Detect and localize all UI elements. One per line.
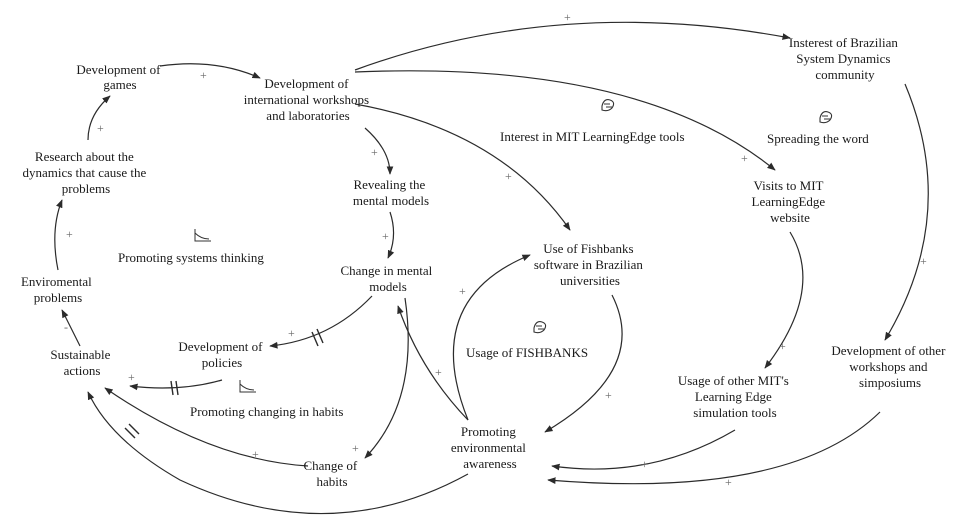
var-revealing-mental-models: Revealing the mental models [353, 177, 429, 208]
balancing-loop-icon [239, 380, 256, 393]
edge-awareness-to-fishbanks [452, 254, 531, 421]
polarity-plus: + [779, 339, 786, 353]
var-usage-other-mit-tools: Usage of other MIT's Learning Edge simul… [678, 373, 792, 420]
polarity-minus: - [64, 320, 68, 334]
polarity-plus: + [505, 169, 512, 183]
edge-problems-to-research [54, 199, 63, 271]
var-sustainable-actions: Sustainable actions [50, 347, 113, 378]
loop-promoting-changing-in-habits: Promoting changing in habits [190, 404, 343, 419]
reinforcing-loop-icon [601, 99, 615, 112]
polarity-plus: + [371, 145, 378, 159]
var-promoting-environmental-awareness: Promoting environmental awareness [451, 424, 529, 471]
loop-usage-of-fishbanks: Usage of FISHBANKS [466, 345, 588, 360]
polarity-plus: + [741, 151, 748, 165]
polarity-plus: + [288, 326, 295, 340]
delay-mark-change-policies-2 [316, 328, 324, 344]
edge-workshops-to-revealing [364, 127, 394, 175]
polarity-plus: + [459, 284, 466, 298]
edge-interest-to-otherws [884, 83, 929, 341]
delay-mark-change-policies [311, 331, 319, 347]
polarity-plus: + [66, 227, 73, 241]
var-use-of-fishbanks: Use of Fishbanks software in Brazilian u… [534, 241, 646, 288]
edge-change-to-policies [269, 295, 373, 349]
polarity-plus: + [200, 68, 207, 82]
edge-workshops-to-interest [354, 21, 791, 71]
edge-change-to-habits [364, 297, 409, 459]
var-environmental-problems: Enviromental problems [21, 274, 95, 305]
var-change-of-habits: Change of habits [303, 458, 360, 489]
loops: Interest in MIT LearningEdge tools Sprea… [118, 99, 869, 419]
delay-mark-awareness-sustainable-2 [128, 423, 140, 435]
delay-marks [124, 328, 324, 439]
polarity-plus: + [382, 229, 389, 243]
edge-research-to-games [87, 95, 111, 141]
edge-workshops-to-fishbanks [354, 103, 571, 231]
delay-mark-awareness-sustainable [124, 427, 136, 439]
polarity-signs: + + + - + + + + + + + + + + + + + + + + [64, 10, 927, 489]
polarity-plus: + [605, 388, 612, 402]
edge-revealing-to-change [387, 211, 395, 259]
loop-promoting-systems-thinking: Promoting systems thinking [118, 250, 264, 265]
edge-sustainable-to-problems [61, 309, 81, 347]
loop-spreading-the-word: Spreading the word [767, 131, 869, 146]
var-development-of-international-workshops: Development of international workshops a… [244, 76, 373, 123]
polarity-plus: + [97, 121, 104, 135]
var-visits-mit-website: Visits to MIT LearningEdge website [752, 178, 829, 225]
edge-awareness-to-sustainable [87, 391, 469, 515]
var-development-of-policies: Development of policies [178, 339, 265, 370]
edge-habits-to-sustainable [104, 387, 309, 467]
variables: Development of games Development of inte… [21, 35, 948, 489]
reinforcing-loop-icon [819, 111, 833, 124]
var-development-of-games: Development of games [76, 62, 163, 92]
polarity-plus: + [352, 441, 359, 455]
delay-mark-policies-sustainable-2 [175, 380, 179, 396]
polarity-plus: + [128, 370, 135, 384]
reinforcing-loop-icon [533, 321, 547, 334]
delay-mark-policies-sustainable [170, 380, 174, 396]
edges [54, 21, 929, 515]
edge-usage-to-awareness [551, 429, 736, 471]
balancing-loop-icon [194, 229, 211, 242]
var-research-dynamics: Research about the dynamics that cause t… [22, 149, 149, 196]
edge-otherws-to-awareness [547, 411, 881, 485]
loop-interest-mit-learningedge: Interest in MIT LearningEdge tools [500, 129, 685, 144]
edge-awareness-to-change [397, 305, 469, 421]
var-development-other-workshops: Development of other workshops and simpo… [831, 343, 948, 390]
var-change-in-mental-models: Change in mental models [341, 263, 436, 294]
edge-games-to-workshops [159, 63, 261, 79]
polarity-plus: + [564, 10, 571, 24]
var-interest-brazilian-sd-community: Insterest of Brazilian System Dynamics c… [789, 35, 901, 82]
edge-workshops-to-visits [354, 70, 776, 171]
polarity-plus: + [725, 475, 732, 489]
edge-policies-to-sustainable [129, 379, 223, 391]
polarity-plus: + [435, 365, 442, 379]
polarity-plus: + [641, 457, 648, 471]
polarity-plus: + [252, 447, 259, 461]
edge-visits-to-usage [764, 231, 804, 369]
polarity-plus: + [920, 254, 927, 268]
edge-fishbanks-to-awareness [544, 294, 623, 433]
